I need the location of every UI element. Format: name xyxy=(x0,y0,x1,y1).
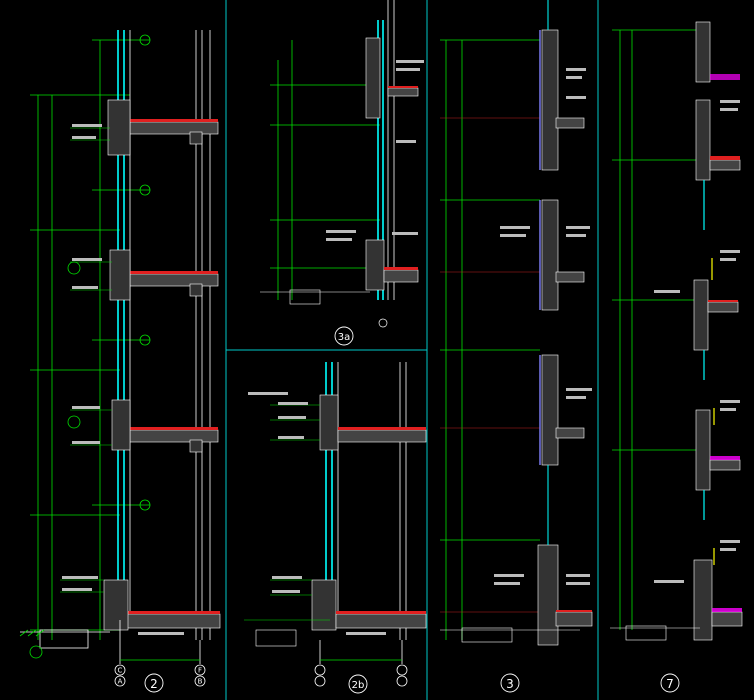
detail-callout-circle-3 xyxy=(500,673,520,693)
detail-callout-circle-2 xyxy=(144,673,164,693)
walls-3 xyxy=(537,29,593,646)
panel-detail-2: C A F B 2 xyxy=(19,30,221,693)
flashing-7 xyxy=(711,258,715,565)
floor-lines-3 xyxy=(440,117,540,613)
slabs-1 xyxy=(103,99,221,631)
note-texts-1 xyxy=(62,124,184,635)
detail-callout-2b: 2b xyxy=(352,680,365,691)
mullions-2b xyxy=(337,362,407,640)
dimension-chain-3 xyxy=(440,39,540,640)
grid-axis-f: F xyxy=(198,667,202,675)
detail-callout-2: 2 xyxy=(150,677,158,691)
note-texts-7 xyxy=(654,100,740,583)
grid-bubbles-1 xyxy=(114,620,206,687)
note-texts-3a xyxy=(326,60,424,241)
note-texts-2b xyxy=(248,392,386,635)
panel-detail-3a: 3a xyxy=(260,0,424,346)
detail-callout-circle-7 xyxy=(660,673,680,693)
grid-bubbles-2b xyxy=(314,640,408,687)
note-texts-3 xyxy=(494,68,592,585)
mullions-3a xyxy=(387,0,395,300)
grid-axis-a: A xyxy=(118,678,123,686)
panel-frames xyxy=(225,0,599,700)
panel-detail-3: 3 xyxy=(440,0,593,693)
foundation-1 xyxy=(19,629,110,649)
grid-axis-b: B xyxy=(198,678,203,686)
detail-callout-circle-2b xyxy=(348,674,368,694)
panel-detail-2b: 2b xyxy=(244,362,427,694)
dimension-chain-3a xyxy=(270,40,380,300)
dimension-chain-7 xyxy=(612,29,700,630)
detail-callout-3: 3 xyxy=(506,677,514,691)
detail-callout-circle-3a xyxy=(334,326,354,346)
leaders-1 xyxy=(60,127,112,593)
panel-detail-7: 7 xyxy=(610,21,743,693)
grid-axis-c: C xyxy=(118,667,123,675)
detail-callout-3a: 3a xyxy=(338,332,351,343)
walls-7 xyxy=(693,21,743,641)
detail-callout-7: 7 xyxy=(666,677,674,691)
section-marks-1 xyxy=(29,34,151,659)
